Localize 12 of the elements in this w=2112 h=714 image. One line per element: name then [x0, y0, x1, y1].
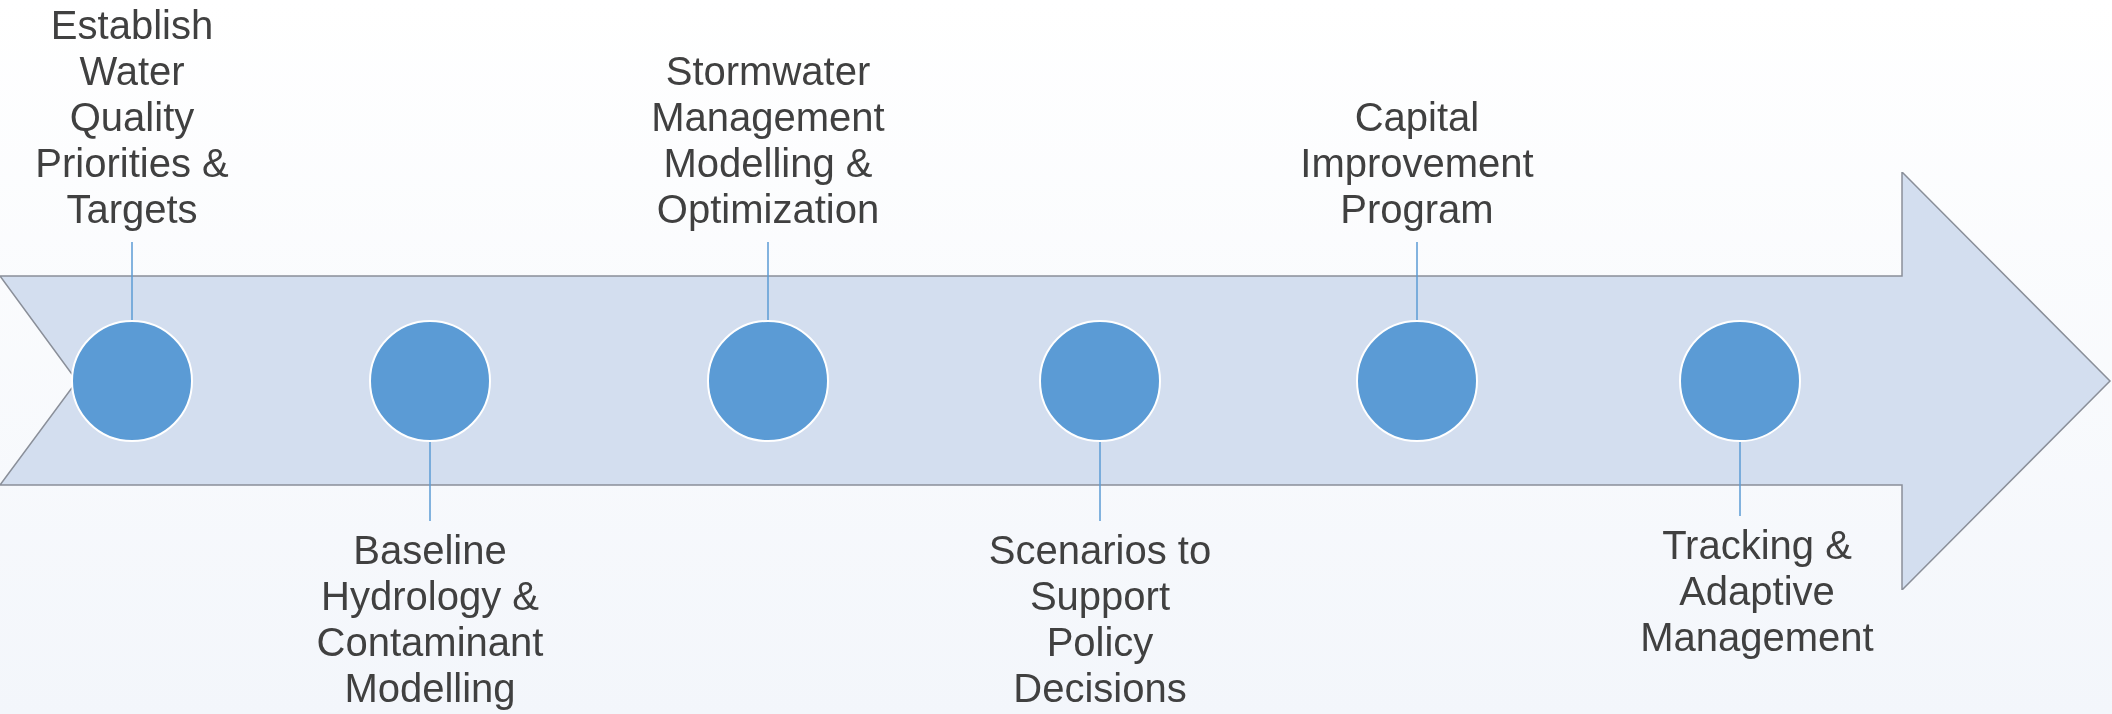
leader-line — [1416, 241, 1418, 321]
leader-line — [767, 241, 769, 321]
step-label: Capital Improvement Program — [1284, 94, 1550, 232]
leader-line — [429, 441, 431, 522]
step-label: Scenarios to Support Policy Decisions — [972, 527, 1228, 711]
step-label: Stormwater Management Modelling & Optimization — [623, 48, 913, 232]
leader-line — [1099, 441, 1101, 522]
leader-line — [131, 241, 133, 321]
leader-line — [1739, 441, 1741, 517]
step-label: Tracking & Adaptive Management — [1627, 522, 1887, 660]
step-label: Baseline Hydrology & Contaminant Modelling — [292, 527, 568, 711]
step-label: Establish Water Quality Priorities & Targets — [16, 2, 248, 232]
